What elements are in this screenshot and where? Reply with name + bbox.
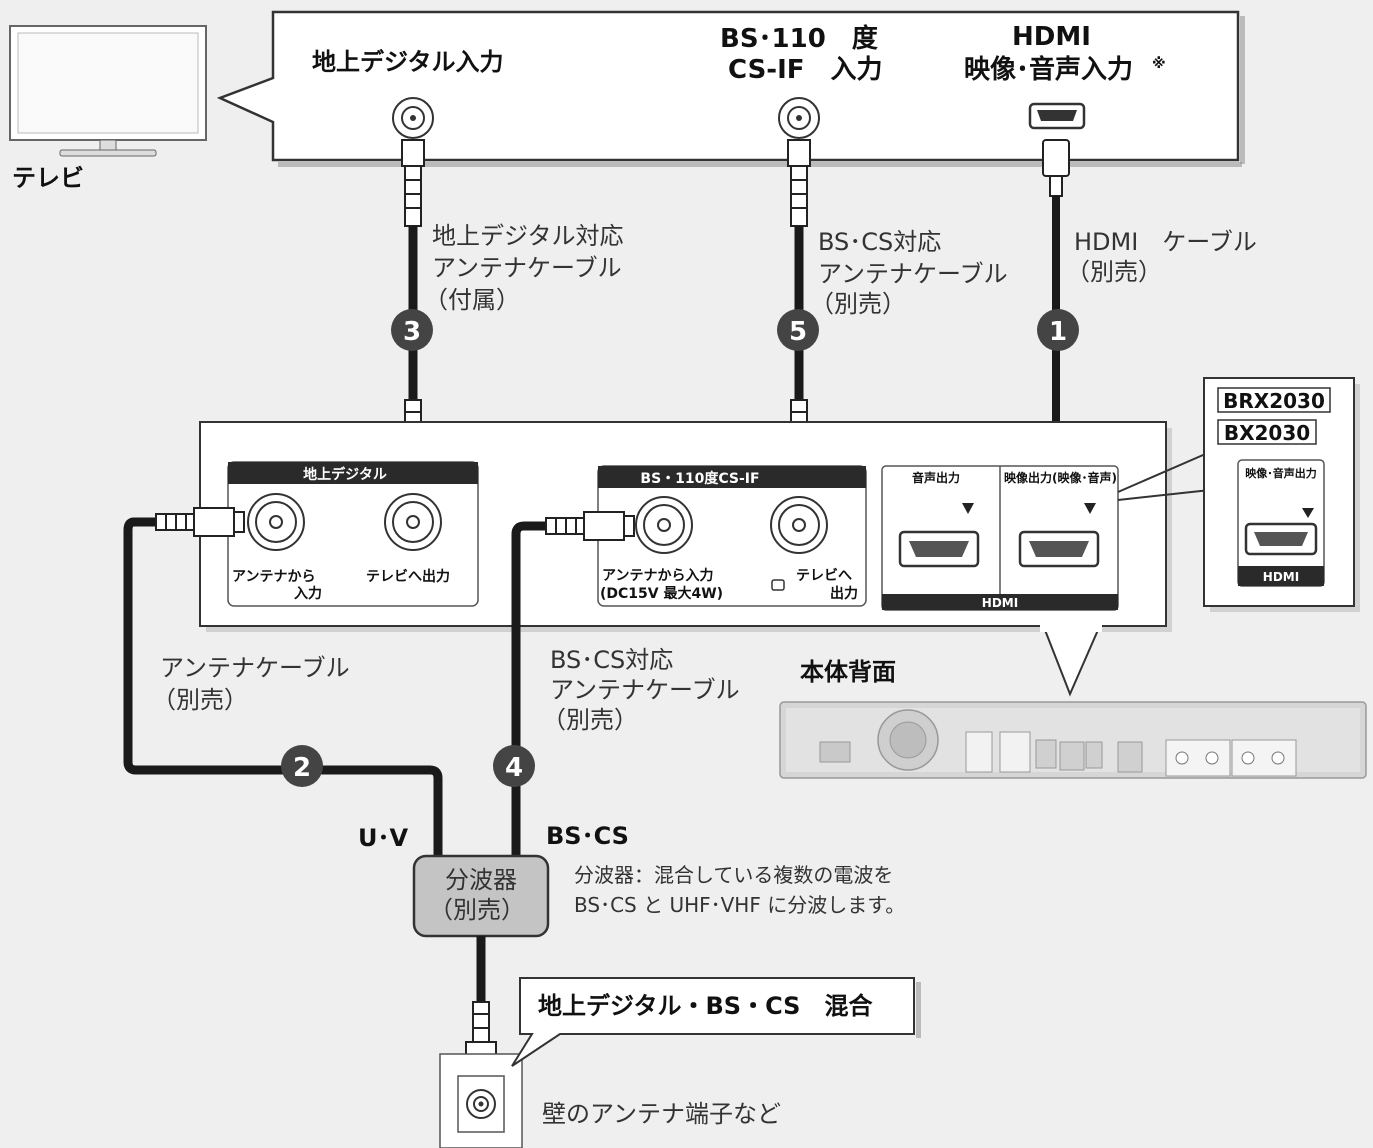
- bs-out-jack-icon: [770, 496, 828, 554]
- cable-2-label-2: （別売）: [152, 686, 248, 714]
- tv-label: テレビ: [12, 164, 84, 192]
- tv-input-hdmi-label-2: 映像･音声入力: [964, 54, 1133, 85]
- tv-bs-jack-icon: [778, 97, 820, 139]
- bs-out-label-2: 出力: [830, 585, 858, 602]
- inset-video-out-label: 映像･音声出力: [1245, 466, 1317, 480]
- step-2-badge: [281, 745, 323, 787]
- tv-input-terrestrial-label: 地上デジタル入力: [312, 48, 504, 76]
- video-out-hdmi-port-icon: [1018, 530, 1100, 568]
- splitter-bscs-label: BS･CS: [546, 822, 629, 850]
- tv-input-hdmi-label-1: HDMI: [1012, 22, 1091, 52]
- terrestrial-out-label: テレビへ出力: [366, 568, 450, 585]
- audio-out-hdmi-port-icon: [898, 530, 980, 568]
- cable-1-label-2: （別売）: [1066, 258, 1162, 286]
- bs-in-label-2: (DC15V 最大4W): [600, 585, 723, 602]
- step-3-number: 3: [403, 317, 421, 347]
- tv-input-panel: [216, 10, 1240, 162]
- wall-mixed-callout: [511, 977, 915, 1067]
- cable-5-label-1: BS･CS対応: [818, 228, 941, 256]
- bs-header: BS・110度CS-IF: [640, 470, 759, 487]
- model-1-label: BRX2030: [1223, 389, 1325, 413]
- audio-out-label: 音声出力: [912, 470, 960, 485]
- dc-indicator-icon: [771, 579, 785, 591]
- splitter-desc-1: 分波器：混合している複数の電波を: [574, 863, 893, 887]
- splitter-desc-2: BS･CS と UHF･VHF に分波します。: [574, 893, 905, 917]
- terrestrial-header: 地上デジタル: [303, 466, 387, 483]
- wall-mixed-label: 地上デジタル・BS・CS 混合: [538, 992, 873, 1020]
- tv-terrestrial-jack-icon: [392, 97, 434, 139]
- cable-1-label-1: HDMI ケーブル: [1074, 228, 1257, 256]
- bs-out-label-1: テレビへ: [796, 568, 852, 584]
- inset-hdmi-port-icon: [1244, 522, 1318, 556]
- tv-input-bs-label-1: BS･110 度: [720, 23, 878, 54]
- cable-4-label-2: アンテナケーブル: [550, 676, 740, 704]
- recorder-rear-image: [779, 701, 1367, 779]
- terrestrial-in-jack-icon: [247, 493, 305, 551]
- terrestrial-in-label-1: アンテナから: [232, 569, 315, 585]
- step-1-number: 1: [1049, 317, 1067, 347]
- step-3-badge: [391, 309, 433, 351]
- splitter-label-1: 分波器: [445, 866, 517, 894]
- cable-4-label-1: BS･CS対応: [550, 646, 673, 674]
- cable-3-label-1: 地上デジタル対応: [432, 222, 624, 250]
- cable-4: [511, 511, 635, 862]
- bs-in-jack-icon: [635, 496, 693, 554]
- terrestrial-in-label-2: 入力: [294, 585, 322, 602]
- model-2-label: BX2030: [1224, 421, 1310, 445]
- cable-3-label-2: アンテナケーブル: [432, 254, 622, 282]
- hdmi-footer: HDMI: [982, 596, 1018, 610]
- bs-in-label-1: アンテナから入力: [602, 567, 713, 584]
- step-2-number: 2: [293, 753, 311, 783]
- inset-hdmi-footer: HDMI: [1263, 570, 1299, 584]
- wall-outlet-label: 壁のアンテナ端子など: [542, 1100, 781, 1128]
- cable-2-label-1: アンテナケーブル: [160, 654, 350, 682]
- cable-2: [123, 507, 443, 862]
- tv-input-hdmi-note: ※: [1152, 56, 1166, 72]
- tv-icon: [9, 25, 207, 157]
- step-1-badge: [1037, 309, 1079, 351]
- cable-5-label-2: アンテナケーブル: [818, 260, 1008, 288]
- step-5-number: 5: [789, 317, 807, 347]
- step-5-badge: [777, 309, 819, 351]
- cable-4-label-3: （別売）: [542, 706, 638, 734]
- video-out-label: 映像出力(映像･音声): [1004, 470, 1117, 485]
- splitter-label-2: （別売）: [429, 896, 525, 924]
- body-back-label: 本体背面: [800, 658, 896, 686]
- tv-input-bs-label-2: CS-IF 入力: [728, 55, 883, 85]
- step-4-number: 4: [505, 753, 523, 783]
- terrestrial-out-jack-icon: [384, 493, 442, 551]
- cable-3-label-3: （付属）: [424, 286, 520, 314]
- tv-hdmi-jack-icon: [1028, 102, 1086, 130]
- step-4-badge: [493, 745, 535, 787]
- cable-5-label-3: （別売）: [810, 290, 906, 318]
- splitter-uv-label: U･V: [358, 824, 408, 852]
